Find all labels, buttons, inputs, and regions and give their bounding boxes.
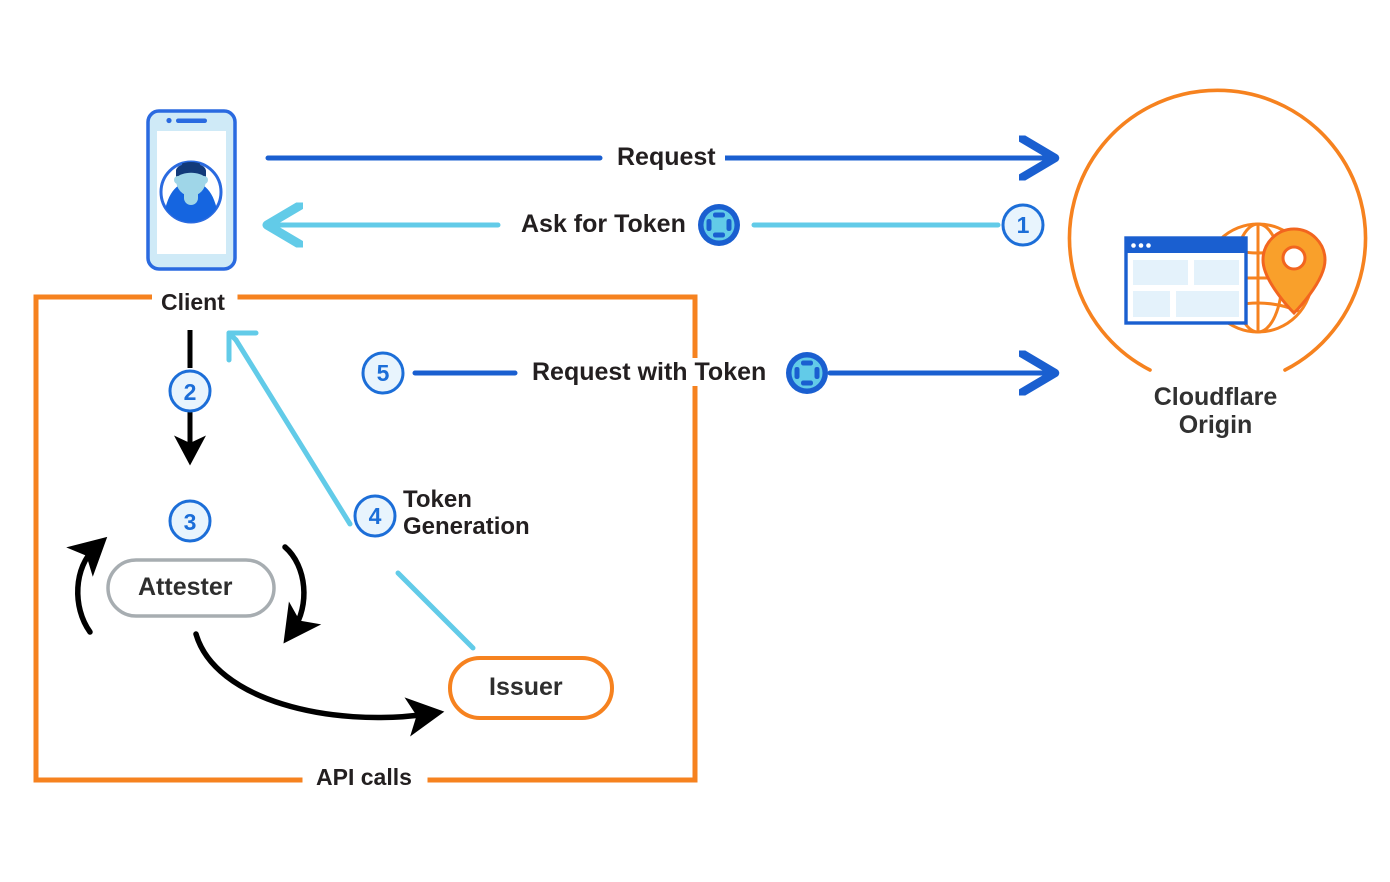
cloudflare-origin-line-1: Cloudflare: [1153, 383, 1278, 411]
token-generation-line-1: Token: [403, 486, 472, 513]
cloudflare-origin-circle: [1067, 88, 1368, 372]
flow-attester-loop-arrows: [66, 536, 445, 737]
cloudflare-origin-line-2: Origin: [1178, 411, 1253, 439]
token-generation-line-2: Generation: [403, 512, 530, 540]
privacy-pass-token-icon: [698, 204, 740, 246]
api-calls-boundary-label: API calls: [307, 764, 421, 791]
browser-globe-pin-icon: [1124, 222, 1327, 334]
attester-node-label: Attester: [138, 573, 233, 601]
privacy-pass-token-icon-2: [786, 352, 828, 394]
step-number-label-5: 5: [376, 360, 390, 386]
issuer-node-label: Issuer: [489, 673, 563, 701]
flow-label-request-with-token: Request with Token: [523, 358, 776, 386]
client-node-label: Client: [152, 289, 234, 316]
step-number-label-3: 3: [183, 509, 197, 535]
smartphone-user-icon: [146, 109, 237, 271]
step-number-label-1: 1: [1016, 212, 1030, 238]
flow-label-request: Request: [608, 143, 725, 171]
step-number-label-4: 4: [368, 503, 382, 529]
flow-label-token-generation: Token Generation: [403, 486, 563, 541]
cloudflare-origin-label: Cloudflare Origin: [1113, 383, 1318, 439]
flow-label-ask-for-token: Ask for Token: [512, 210, 695, 238]
step-number-label-2: 2: [183, 379, 197, 405]
